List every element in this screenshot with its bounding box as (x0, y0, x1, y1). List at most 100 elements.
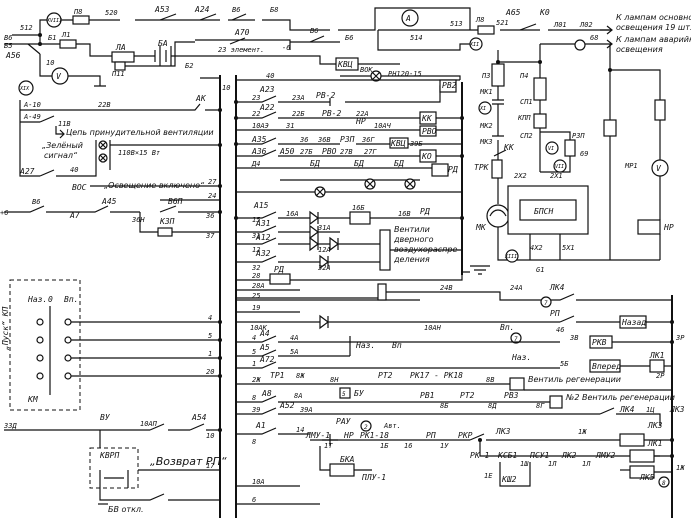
label-d4: Д4 (251, 160, 260, 168)
label-46: 46 (556, 326, 564, 334)
diode-32a (319, 254, 329, 270)
label-rt2: РТ2 (378, 371, 393, 380)
label-a35: А35 (251, 135, 267, 144)
label-kvc: КВЦ (337, 60, 353, 69)
label-hr: НР (663, 223, 674, 232)
label-27: 27 (208, 178, 217, 186)
label-sp2: СП2 (520, 132, 533, 140)
label-4-row: 4 (252, 334, 256, 342)
note-bv-off: БВ откл. (108, 505, 144, 514)
label-10-left: 10 (46, 59, 54, 67)
label-trk: ТРК (474, 163, 490, 172)
label-a4: А4 (259, 329, 270, 338)
label-10an: 10АН (424, 324, 442, 332)
label-lk1: ЛК1 (649, 351, 664, 360)
label-3r: 3Р (675, 334, 685, 342)
node-xviii-label: XVIII (46, 18, 62, 24)
label-14: 14 (296, 426, 304, 434)
label-vok: ВОК (360, 66, 373, 74)
label-kpp: КПП (517, 114, 531, 122)
label-rv-2: РВ-2 (316, 91, 335, 100)
label-b20: 520 (105, 9, 118, 17)
voltmeter-label: V (56, 72, 62, 81)
coil-rd-3 (269, 273, 291, 285)
coil-regen-1 (509, 377, 525, 391)
label-a70: А70 (234, 28, 250, 37)
label-b6c: В6 (310, 27, 318, 35)
label-10ae: 10АЭ (252, 122, 269, 130)
label-28a: 28А (252, 282, 265, 290)
label-16: 16 (404, 442, 412, 450)
block-kvrp (89, 447, 139, 489)
label-a50: А50 (279, 147, 295, 156)
label-b6e: В6 (32, 198, 40, 206)
label-rp-2: РП (426, 431, 436, 440)
label-40b: 40 (70, 166, 78, 174)
fuse-l8 (477, 25, 495, 35)
label-2x2: 2Х2 (514, 172, 527, 180)
label-23: 23 (252, 94, 260, 102)
label-8d: 8Д (488, 402, 497, 410)
label-rv-2b: РВ-2 (322, 109, 341, 118)
label-23a: 23А (292, 94, 305, 102)
label-3v: 3В (569, 334, 578, 342)
label-19: 19 (252, 304, 260, 312)
note-forced-ventilation: Цепь принудительной вентиляции (66, 128, 214, 137)
note-green-signal-2: сигнал“ (44, 151, 78, 160)
fuse-p11 (114, 61, 126, 71)
note-lamps-main-2: освещения 19 шт. (616, 23, 691, 32)
label-24v: 24В (440, 284, 453, 292)
label-a-10: А-10 (23, 101, 41, 109)
label-bd-3: БД (394, 159, 404, 168)
label-vp-2: Вп. (500, 323, 514, 332)
note-lamps-110v: 110В×15 Вт (118, 149, 160, 157)
coil-rv2 (439, 79, 457, 93)
label-a45: А45 (101, 197, 117, 206)
label-rv2: РВ2 (442, 81, 457, 90)
voltmeter-right-label: V (656, 164, 662, 173)
fuse-p8 (72, 15, 90, 25)
label-12: 12 (252, 246, 260, 254)
label-b14: 514 (410, 34, 423, 42)
label-20: 20 (206, 368, 214, 376)
label-b8: Б8 (270, 6, 278, 14)
label-8b: 8Б (440, 402, 449, 410)
label-plu-1: ПЛУ-1 (361, 473, 386, 482)
label-10a: 10А (252, 478, 265, 486)
label-5b: 5Б (560, 360, 569, 368)
label-8a: 8А (294, 392, 302, 400)
label-4: 4 (208, 314, 212, 322)
label-a27: А27 (19, 167, 35, 176)
contact-kpp (533, 113, 547, 129)
note-regen-valve: Вентиль регенерации (528, 375, 621, 384)
label-rvo: РВО (422, 127, 437, 136)
label-lk3-c: ЛК3 (647, 421, 663, 430)
label-rd-3: РД (274, 265, 284, 274)
label-39b: 39Б (409, 140, 423, 148)
label-lk3: ЛК3 (669, 405, 685, 414)
label-1b: 1Б (380, 442, 389, 450)
label-36n: 36Н (131, 216, 145, 224)
label-psu1: ПСУ1 (529, 451, 549, 460)
label-2zh: 2Ж (252, 376, 261, 384)
label-1sh: 1Ш (520, 460, 529, 468)
label-sp1: СП1 (520, 98, 533, 106)
diode-12a-2 (329, 236, 339, 252)
label-naz: Наз. (27, 295, 47, 304)
note-green-signal: „Зелёный (42, 141, 83, 150)
fuse-p4 (533, 77, 547, 101)
node-vi (545, 141, 559, 155)
diode-31 (309, 224, 319, 240)
label-24a: 24А (510, 284, 523, 292)
label-a56: А56 (5, 51, 21, 60)
coil-valve-16b (349, 211, 371, 225)
node-10-top (574, 39, 586, 51)
label-a5: А5 (259, 343, 270, 352)
label-4a: 4А (290, 334, 298, 342)
label-5-row: 5 (252, 348, 256, 356)
node-7 (540, 296, 552, 308)
label-40: 40 (266, 72, 274, 80)
label-16b: 16Б (352, 204, 365, 212)
label-rkv: РКВ (592, 338, 607, 347)
